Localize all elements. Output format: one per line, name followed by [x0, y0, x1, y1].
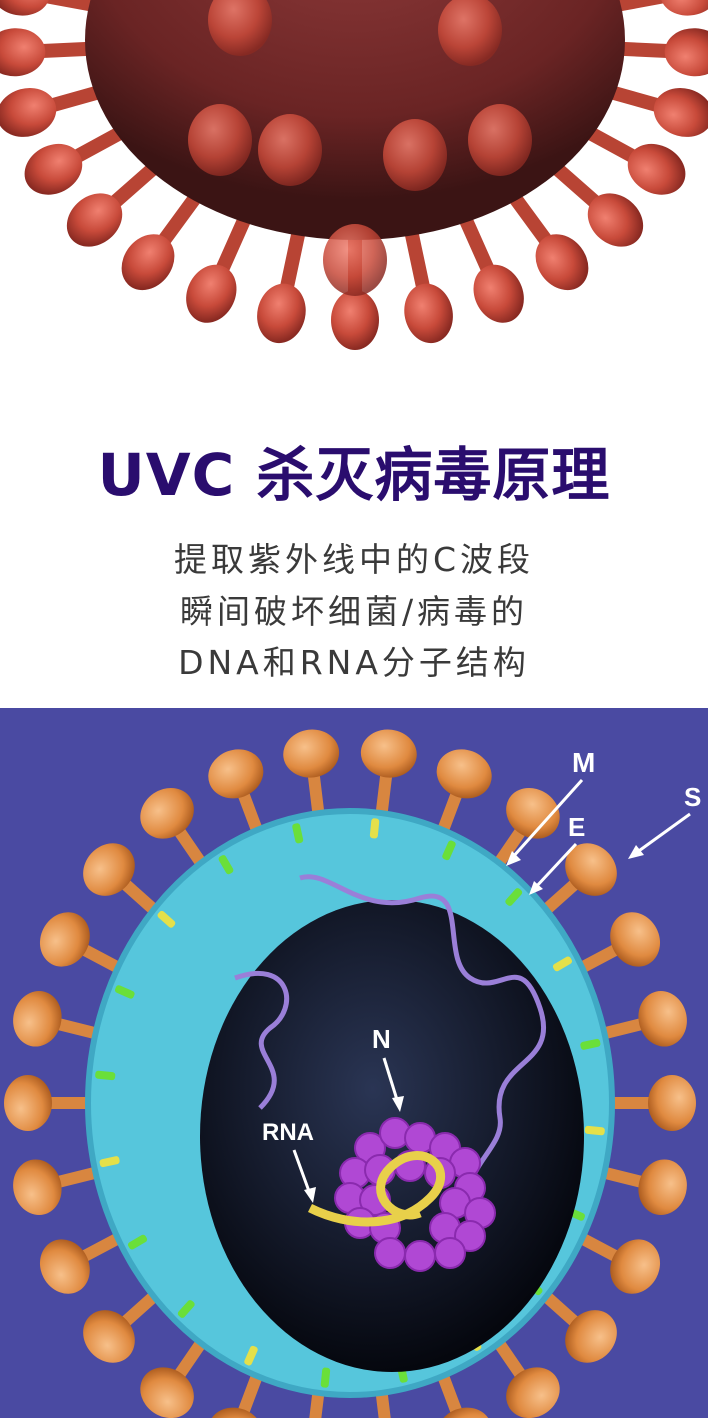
spike-head: [648, 1075, 696, 1131]
label-e: E: [529, 812, 585, 895]
svg-text:M: M: [572, 747, 595, 778]
virus-front-spikes: [188, 0, 532, 296]
spike-head: [610, 1239, 661, 1294]
spike-head: [208, 749, 264, 799]
surface-spike: [438, 0, 502, 66]
spike-stalk: [309, 1381, 326, 1418]
arrow-s: [635, 812, 691, 855]
svg-text:N: N: [372, 1024, 391, 1054]
surface-spike: [208, 0, 272, 56]
spike-head: [638, 1159, 687, 1216]
surface-spike: [468, 104, 532, 176]
surface-spike: [188, 104, 252, 176]
spike-head: [0, 88, 57, 137]
spike-head: [664, 28, 708, 77]
spike-head: [186, 264, 237, 323]
arrow-n: [382, 1057, 400, 1104]
membrane-protein: [99, 1156, 120, 1168]
spike-head: [83, 843, 135, 896]
spike-head: [404, 283, 453, 344]
spike-head: [0, 28, 46, 77]
spike-head: [610, 912, 661, 967]
spike-head: [565, 843, 617, 896]
membrane-protein: [320, 1367, 331, 1388]
virus-illustration: [0, 0, 708, 350]
spike-stalk: [435, 1364, 466, 1418]
arrow-m: [510, 778, 584, 860]
spike-head: [257, 283, 306, 344]
virus-body: [85, 0, 625, 240]
spike-head: [39, 1239, 90, 1294]
label-m: M: [506, 747, 595, 866]
spike-head: [4, 1075, 52, 1131]
virus-structure-diagram: M E S N RNA: [0, 708, 708, 1418]
membrane-protein: [442, 840, 456, 861]
spike-head: [565, 1310, 617, 1363]
svg-text:E: E: [568, 812, 585, 842]
membrane-protein: [244, 1345, 258, 1366]
membrane-protein: [114, 985, 135, 999]
spike-head: [436, 749, 492, 799]
spike-head: [360, 729, 417, 778]
spike-head: [13, 1159, 62, 1216]
n-protein-bead: [374, 1237, 406, 1269]
spike-head: [39, 912, 90, 967]
membrane-protein: [584, 1125, 605, 1136]
label-s: S: [628, 782, 701, 859]
surface-spike: [383, 119, 447, 191]
spike-head: [638, 990, 687, 1047]
membrane-protein: [505, 888, 523, 906]
spike-head: [121, 234, 175, 291]
spike-stalk: [234, 1364, 265, 1418]
spike-head: [506, 787, 560, 839]
spike-head: [473, 264, 524, 323]
page-title: UVC 杀灭病毒原理: [97, 441, 611, 509]
spike-head: [24, 143, 83, 195]
spike-head: [0, 0, 51, 16]
s-protein-spikes: [4, 729, 696, 1418]
membrane-protein: [218, 855, 234, 875]
membrane-protein: [552, 956, 573, 972]
spike-head: [140, 787, 194, 839]
membrane-protein: [292, 823, 304, 844]
spike-head: [331, 290, 379, 350]
n-protein-bead: [434, 1237, 466, 1269]
spike-head: [13, 990, 62, 1047]
spike-stalk: [374, 1381, 391, 1418]
spike-head: [627, 143, 686, 195]
svg-text:RNA: RNA: [262, 1119, 314, 1146]
membrane-protein: [369, 818, 380, 839]
spike-head: [653, 88, 708, 137]
description-line-2: 瞬间破坏细菌/病毒的: [179, 592, 529, 631]
membrane-protein: [157, 910, 176, 928]
spike-head: [66, 193, 123, 247]
arrow-e: [533, 842, 578, 890]
spike-head: [283, 729, 340, 778]
label-rna: RNA: [262, 1119, 316, 1203]
spike-head: [535, 234, 589, 291]
spike-head: [83, 1310, 135, 1363]
membrane-protein: [177, 1300, 195, 1318]
n-protein-bead: [404, 1240, 436, 1272]
label-n: N: [372, 1024, 404, 1112]
surface-spike: [323, 224, 387, 296]
spike-head: [140, 1367, 194, 1418]
arrow-rna: [292, 1149, 312, 1195]
membrane-protein: [127, 1234, 148, 1250]
svg-text:S: S: [684, 782, 701, 812]
spike-head: [659, 0, 708, 16]
membrane-protein: [95, 1070, 116, 1081]
spike-head: [587, 193, 644, 247]
description-line-3: DNA和RNA分子结构: [178, 643, 530, 682]
rna-coil: [307, 1151, 446, 1227]
membrane-protein: [580, 1038, 601, 1050]
surface-spike: [258, 114, 322, 186]
description-line-1: 提取紫外线中的C波段: [173, 540, 535, 579]
spike-head: [506, 1367, 560, 1418]
rna-strand: [299, 874, 547, 1209]
